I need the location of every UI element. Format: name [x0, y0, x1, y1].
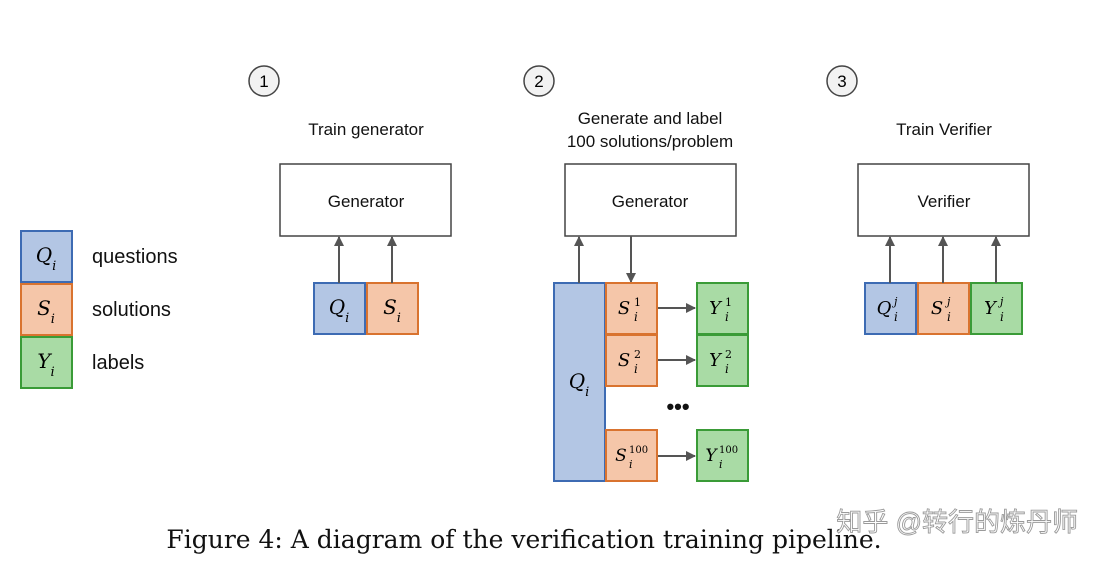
label-symbol: Y [705, 446, 718, 466]
legend-label: solutions [92, 299, 171, 321]
step-badge-3: 3 [826, 65, 858, 97]
solution-symbol: S [618, 298, 630, 319]
solution-sup: 100 [629, 445, 648, 456]
legend: Qi questions Si solutions Yi labels [20, 230, 178, 389]
label-sup: 2 [725, 348, 732, 361]
question-symbol: Qi [569, 369, 590, 400]
solution-symbol: S [618, 350, 630, 371]
solution-symbol: Si [383, 295, 401, 326]
generator-label: Generator [328, 192, 405, 211]
question-symbol: Q [877, 298, 892, 319]
stage-title-line1: Generate and label [578, 109, 723, 128]
label-sup: j [997, 295, 1004, 308]
legend-item-questions: Qi questions [20, 230, 178, 283]
figure-caption: Figure 4: A diagram of the verification … [166, 525, 881, 554]
step-badge-1: 1 [248, 65, 280, 97]
generator-label: Generator [612, 192, 689, 211]
solution-symbol: S [615, 446, 627, 466]
question-symbol: Qi [329, 295, 350, 326]
solution-symbol: S [931, 298, 943, 319]
legend-symbol: Qi [36, 243, 57, 274]
legend-item-solutions: Si solutions [20, 283, 171, 336]
question-box [864, 282, 917, 335]
stage-title-line2: 100 solutions/problem [567, 132, 733, 151]
solution-sub: i [634, 362, 638, 376]
ellipsis: ••• [666, 394, 689, 419]
label-box [970, 282, 1023, 335]
question-column [553, 282, 606, 482]
solution-sup: j [944, 295, 951, 308]
solution-box [917, 282, 970, 335]
question-box [313, 282, 366, 335]
solution-sub: i [629, 458, 633, 471]
label-sub: i [725, 362, 729, 376]
step-badge-2: 2 [523, 65, 555, 97]
stage-generate-and-label: Generate and label 100 solutions/problem… [553, 109, 749, 482]
label-sup: 1 [725, 296, 732, 309]
stage-train-verifier: Train Verifier Verifier Q j i S j i Y j … [857, 120, 1030, 335]
generator-box [564, 163, 737, 237]
stage-title: Train Verifier [896, 120, 992, 139]
stage-title: Train generator [308, 120, 424, 139]
step-number: 3 [837, 72, 846, 91]
solution-row-1: S 1 i Y 1 i [605, 282, 749, 335]
legend-symbol: Si [37, 296, 55, 327]
legend-item-labels: Yi labels [20, 336, 144, 389]
label-sup: 100 [719, 445, 738, 456]
question-sub: i [894, 310, 898, 324]
solution-row-2: S 2 i Y 2 i [605, 334, 749, 387]
solution-sup: 1 [634, 296, 641, 309]
step-number: 2 [534, 72, 543, 91]
verifier-label: Verifier [918, 192, 971, 211]
generator-box [279, 163, 452, 237]
stage-train-generator: Train generator Generator Qi Si [279, 120, 452, 335]
label-sub: i [1000, 310, 1004, 324]
label-sub: i [719, 458, 723, 471]
solution-row-100: S 100 i Y 100 i [605, 429, 749, 482]
solution-sub: i [634, 310, 638, 324]
legend-symbol: Yi [37, 349, 54, 380]
legend-label: questions [92, 246, 178, 268]
legend-label: labels [92, 352, 144, 374]
step-number: 1 [259, 72, 268, 91]
watermark: 知乎 @转行的炼丹师 [836, 507, 1078, 537]
question-sup: j [891, 295, 898, 308]
label-symbol: Y [709, 298, 723, 319]
solution-sub: i [947, 310, 951, 324]
label-symbol: Y [984, 298, 998, 319]
solution-box [366, 282, 419, 335]
solution-sup: 2 [634, 348, 641, 361]
label-symbol: Y [709, 350, 723, 371]
verifier-box [857, 163, 1030, 237]
label-sub: i [725, 310, 729, 324]
